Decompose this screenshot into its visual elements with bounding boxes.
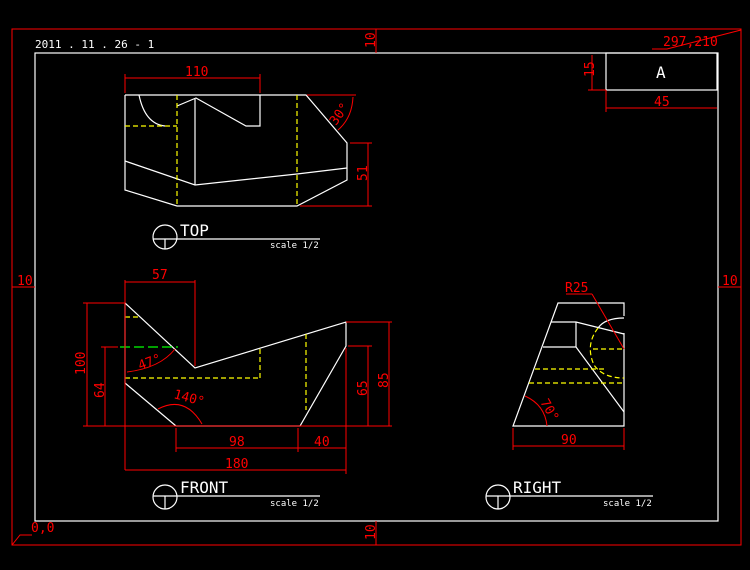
- svg-text:FRONT: FRONT: [180, 478, 229, 497]
- svg-text:65: 65: [356, 380, 371, 396]
- svg-text:10: 10: [17, 274, 33, 289]
- svg-text:140°: 140°: [172, 387, 206, 410]
- top-view[interactable]: 110 51 30° TOP scale 1/2: [124, 65, 372, 251]
- svg-text:297,210: 297,210: [663, 35, 718, 50]
- view-label-front: FRONT scale 1/2: [152, 478, 320, 510]
- margin-dim-left: 10: [12, 274, 35, 289]
- margin-dim-bottom: 10: [364, 521, 379, 545]
- view-label-right: RIGHT scale 1/2: [485, 478, 653, 510]
- svg-text:110: 110: [185, 65, 208, 80]
- corner-marker: 297,210: [652, 29, 742, 50]
- right-dims: R25 70° 90: [512, 281, 625, 450]
- svg-text:90: 90: [561, 433, 577, 448]
- svg-text:RIGHT: RIGHT: [513, 478, 562, 497]
- svg-text:85: 85: [377, 372, 392, 388]
- svg-text:TOP: TOP: [180, 221, 209, 240]
- svg-text:40: 40: [314, 435, 330, 450]
- svg-text:51: 51: [356, 165, 371, 181]
- inner-border-frame: [34, 52, 719, 522]
- view-label-top: TOP scale 1/2: [152, 221, 320, 251]
- svg-text:scale 1/2: scale 1/2: [270, 241, 319, 251]
- svg-text:57: 57: [152, 268, 168, 283]
- svg-text:A: A: [656, 63, 666, 82]
- svg-text:15: 15: [583, 61, 598, 77]
- origin-marker: 0,0: [11, 521, 54, 546]
- drawing-id: 2011 . 11 . 26 - 1: [35, 38, 154, 51]
- svg-text:98: 98: [229, 435, 245, 450]
- svg-text:70°: 70°: [537, 397, 562, 425]
- svg-text:45: 45: [654, 95, 670, 110]
- svg-text:scale 1/2: scale 1/2: [270, 499, 319, 509]
- svg-text:scale 1/2: scale 1/2: [603, 499, 652, 509]
- svg-text:100: 100: [74, 352, 89, 375]
- title-block: A 15 45: [583, 52, 718, 112]
- svg-text:180: 180: [225, 457, 248, 472]
- svg-text:47°: 47°: [136, 352, 163, 374]
- outer-sheet-frame: [11, 28, 742, 546]
- svg-text:R25: R25: [565, 281, 588, 296]
- svg-text:10: 10: [364, 32, 379, 48]
- margin-dim-top: 10: [364, 29, 379, 53]
- svg-text:64: 64: [93, 382, 108, 398]
- svg-text:0,0: 0,0: [31, 521, 54, 536]
- front-view[interactable]: 57 100 64 85 65 47° 140° 98 40 180: [74, 268, 392, 510]
- front-dims: 57 100 64 85 65 47° 140° 98 40 180: [74, 268, 392, 474]
- margin-dim-right: 10: [718, 274, 741, 289]
- svg-text:10: 10: [722, 274, 738, 289]
- top-dims: 110 51 30°: [124, 65, 372, 207]
- svg-text:10: 10: [364, 524, 379, 540]
- right-view[interactable]: R25 70° 90 RIGHT scale 1/2: [485, 281, 653, 510]
